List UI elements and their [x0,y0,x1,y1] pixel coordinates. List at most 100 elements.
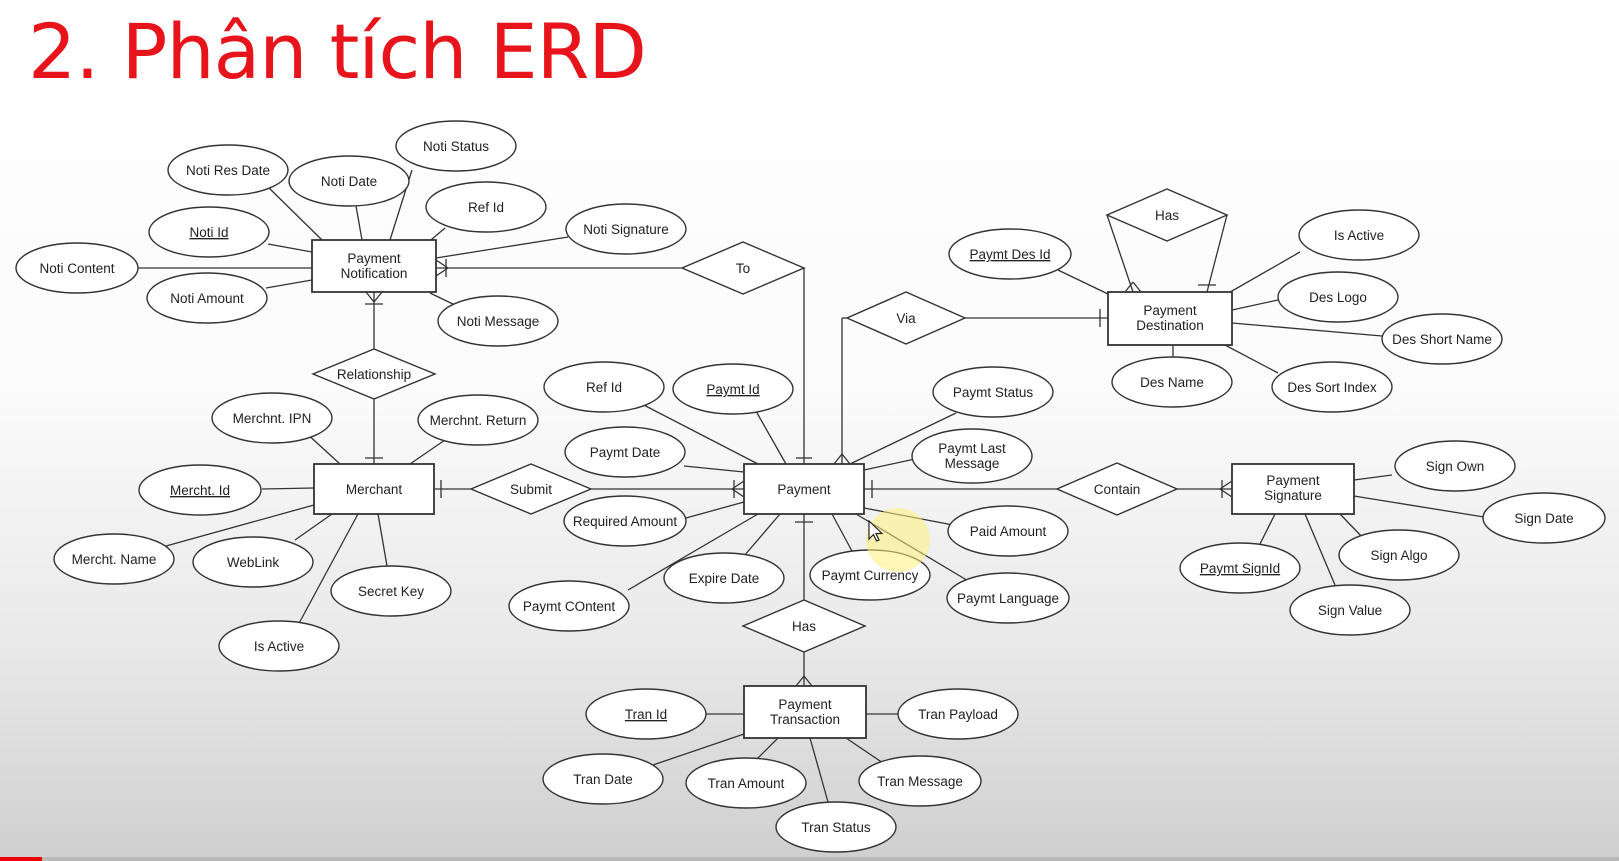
svg-text:Noti Date: Noti Date [321,174,377,189]
attr-noti-ref-id: Ref Id [425,181,547,233]
attr-secret-key: Secret Key [330,565,452,617]
attr-des-short-name: Des Short Name [1381,313,1503,365]
svg-text:Paymt Id: Paymt Id [706,382,759,397]
attr-tran-message: Tran Message [858,755,982,807]
attr-tran-payload: Tran Payload [897,688,1019,740]
attr-noti-id: Noti Id [148,206,270,258]
entity-label-line1: Payment [1266,473,1320,488]
svg-text:Noti Id: Noti Id [189,225,228,240]
cursor-highlight [866,508,930,572]
relationship-submit-label: Submit [510,482,552,497]
svg-text:Tran Message: Tran Message [877,774,963,789]
attr-tran-amount: Tran Amount [685,757,807,809]
attr-mercht-name: Mercht. Name [53,533,175,585]
attr-paymt-content: Paymt COntent [508,580,630,632]
entity-label-line1: Payment [347,251,401,266]
attr-tran-date: Tran Date [542,753,664,805]
relationship-has-transaction: Has [741,599,867,653]
entity-label: Merchant [346,482,403,497]
svg-text:Message: Message [945,456,1000,471]
svg-text:Is Active: Is Active [1334,228,1384,243]
svg-text:Tran Id: Tran Id [625,707,667,722]
svg-text:Sign Own: Sign Own [1426,459,1485,474]
svg-text:Paymt Status: Paymt Status [953,385,1034,400]
attr-paymt-last-message: Paymt Last Message [911,428,1033,484]
attr-des-logo: Des Logo [1277,271,1399,323]
relationship-to: To [680,241,806,295]
svg-text:Ref Id: Ref Id [586,380,622,395]
attr-des-name: Des Name [1111,356,1233,408]
svg-text:Des Logo: Des Logo [1309,290,1367,305]
relationship-via-label: Via [896,311,916,326]
attr-paymt-id: Paymt Id [672,363,794,415]
attr-paymt-language: Paymt Language [946,572,1070,624]
attr-destination-is-active: Is Active [1298,209,1420,261]
attr-paid-amount: Paid Amount [947,505,1069,557]
attr-sign-algo: Sign Algo [1338,529,1460,581]
slide-title: 2. Phân tích ERD [28,7,647,96]
relationship-to-label: To [736,261,750,276]
attr-noti-res-date: Noti Res Date [167,144,289,196]
attr-merchant-is-active: Is Active [218,620,340,672]
svg-text:Des Short Name: Des Short Name [1392,332,1492,347]
attr-noti-signature: Noti Signature [565,203,687,255]
svg-text:Paymt SignId: Paymt SignId [1200,561,1280,576]
svg-text:Secret Key: Secret Key [358,584,424,599]
svg-text:Tran Payload: Tran Payload [918,707,998,722]
entity-payment: Payment [743,463,865,515]
svg-text:Required Amount: Required Amount [573,514,678,529]
svg-text:Paymt Date: Paymt Date [590,445,661,460]
entity-payment-signature: Payment Signature [1231,463,1355,515]
attr-merchnt-ipn: Merchnt. IPN [211,392,333,444]
entity-payment-notification: Payment Notification [311,239,437,293]
attr-required-amount: Required Amount [563,495,687,547]
svg-text:Expire Date: Expire Date [689,571,760,586]
relationship-contain-label: Contain [1094,482,1141,497]
svg-text:Mercht. Id: Mercht. Id [170,483,230,498]
attr-paymt-sign-id: Paymt SignId [1179,542,1301,594]
attr-tran-status: Tran Status [775,801,897,853]
relationship-has-destination: Has [1105,188,1229,242]
svg-text:Paymt Language: Paymt Language [957,591,1059,606]
attr-sign-own: Sign Own [1394,440,1516,492]
svg-text:Merchnt. IPN: Merchnt. IPN [233,411,312,426]
svg-text:Noti Message: Noti Message [457,314,540,329]
relationship-via: Via [845,291,967,345]
svg-text:Tran Date: Tran Date [573,772,633,787]
svg-text:Tran Status: Tran Status [801,820,871,835]
attr-payment-ref-id: Ref Id [543,361,665,413]
svg-text:Is Active: Is Active [254,639,304,654]
relationship-relationship-label: Relationship [337,367,411,382]
svg-text:Noti Content: Noti Content [39,261,114,276]
svg-text:Paymt Last: Paymt Last [938,441,1006,456]
relationship-has-transaction-label: Has [792,619,816,634]
video-progress-fill [0,857,43,861]
relationship-contain: Contain [1055,462,1179,516]
svg-text:Noti Signature: Noti Signature [583,222,669,237]
svg-text:Mercht. Name: Mercht. Name [72,552,157,567]
svg-text:WebLink: WebLink [227,555,280,570]
attr-noti-content: Noti Content [15,242,139,294]
relationship-relationship: Relationship [311,348,437,400]
attr-paymt-status: Paymt Status [932,366,1054,418]
svg-text:Des Name: Des Name [1140,375,1204,390]
attr-mercht-id: Mercht. Id [138,464,262,516]
svg-text:Sign Value: Sign Value [1318,603,1382,618]
attr-tran-id: Tran Id [585,688,707,740]
entity-merchant: Merchant [313,463,435,515]
svg-text:Tran Amount: Tran Amount [708,776,785,791]
svg-text:Paymt COntent: Paymt COntent [523,599,616,614]
attr-noti-message: Noti Message [437,295,559,347]
attr-noti-amount: Noti Amount [146,272,268,324]
svg-text:Noti Res Date: Noti Res Date [186,163,270,178]
video-progress-bar[interactable] [0,857,1619,861]
svg-text:Paid Amount: Paid Amount [970,524,1047,539]
svg-text:Sign Date: Sign Date [1514,511,1573,526]
entity-label-line1: Payment [778,697,832,712]
attr-sign-date: Sign Date [1482,492,1606,544]
entity-label-line2: Destination [1136,318,1204,333]
cardinality-marks [365,259,1233,687]
attr-paymt-date: Paymt Date [564,426,686,478]
attr-noti-date: Noti Date [288,155,410,207]
